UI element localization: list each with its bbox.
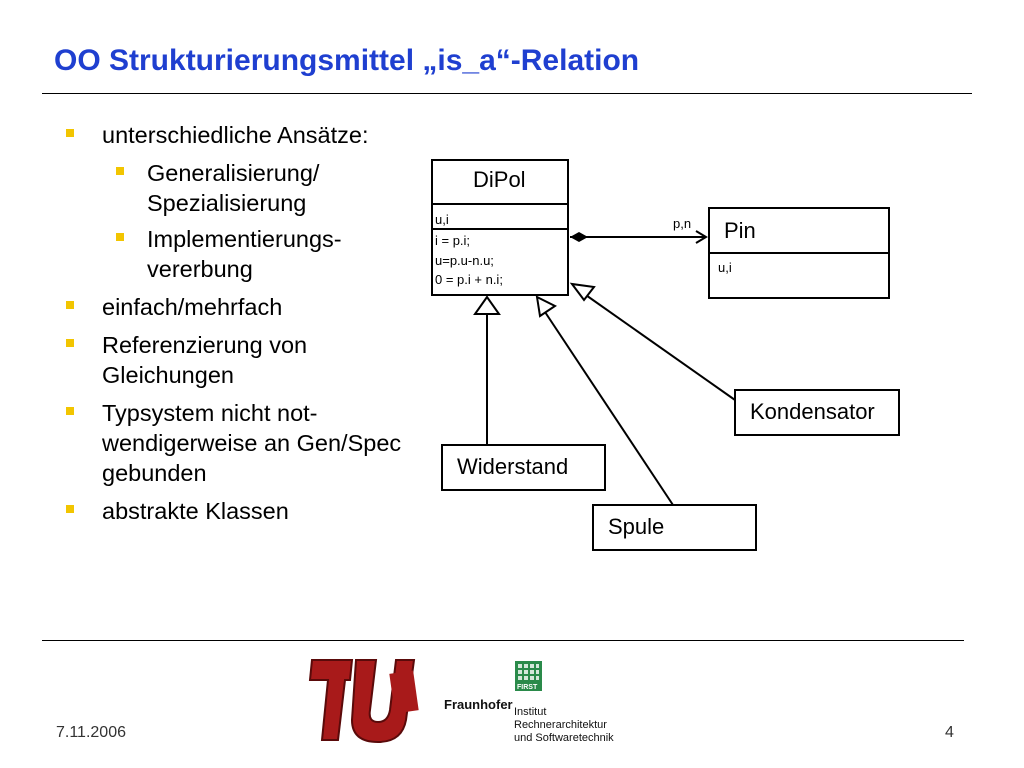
bullet-item: einfach/mehrfach: [62, 292, 442, 322]
first-logo-icon: [515, 661, 542, 691]
class-equation: u=p.u-n.u;: [435, 253, 494, 268]
class-divider: [431, 203, 569, 205]
class-divider: [708, 252, 890, 254]
footer-date: 7.11.2006: [56, 724, 126, 741]
class-name: DiPol: [473, 167, 526, 192]
association-arrowhead: [695, 230, 708, 244]
class-attributes: u,i: [718, 260, 732, 275]
sub-bullet-item: Implementierungs-vererbung: [62, 224, 377, 284]
inheritance-arrowhead: [535, 295, 557, 318]
inheritance-line-kondensator: [582, 292, 736, 401]
class-name: Pin: [724, 218, 756, 243]
class-equation: 0 = p.i + n.i;: [435, 272, 503, 287]
bullet-text: einfach/mehrfach: [102, 294, 283, 320]
bullet-marker: [116, 233, 124, 241]
first-logo-label: FIRST: [517, 684, 538, 691]
bullet-item: Typsystem nicht not-wendigerweise an Gen…: [62, 398, 402, 488]
bullet-marker: [66, 129, 74, 137]
class-name: Spule: [608, 514, 665, 539]
inheritance-line-spule: [544, 311, 674, 506]
class-name: Widerstand: [457, 454, 569, 479]
institute-line: Institut: [514, 706, 547, 718]
title-divider: [42, 93, 972, 94]
class-name: Kondensator: [750, 399, 875, 424]
bullet-item: abstrakte Klassen: [62, 496, 442, 526]
bullet-marker: [116, 167, 124, 175]
class-divider: [431, 228, 569, 230]
inheritance-arrowhead: [569, 282, 596, 302]
class-box-spule: [592, 504, 757, 551]
bullet-text: unterschiedliche Ansätze:: [102, 122, 369, 148]
institute-line: Rechnerarchitektur: [514, 719, 607, 731]
association-label: p,n: [673, 216, 692, 231]
bullet-text: Generalisierung/ Spezialisierung: [147, 160, 320, 216]
bullet-text: abstrakte Klassen: [102, 498, 289, 524]
class-box-widerstand: [441, 444, 606, 491]
bullet-text: Typsystem nicht not-wendigerweise an Gen…: [102, 400, 402, 486]
bullet-item: unterschiedliche Ansätze:: [62, 120, 442, 150]
class-box-kondensator: [734, 389, 900, 436]
institute-name: Institut Rechnerarchitektur und Software…: [514, 706, 614, 745]
class-attributes: u,i: [435, 212, 449, 227]
class-box-dipol: [431, 159, 569, 296]
footer-divider: [42, 640, 964, 641]
slide-title: OO Strukturierungsmittel „is_a“-Relation: [54, 44, 640, 77]
page-number: 4: [945, 724, 954, 741]
bullet-list: unterschiedliche Ansätze: Generalisierun…: [62, 120, 442, 534]
bullet-text: Referenzierung von Gleichungen: [102, 332, 308, 388]
institute-line: und Softwaretechnik: [514, 732, 614, 744]
aggregation-diamond: [570, 232, 588, 242]
inheritance-arrowhead: [473, 295, 501, 315]
tu-berlin-logo-shape: [308, 659, 419, 744]
class-equation: i = p.i;: [435, 233, 471, 248]
bullet-marker: [66, 505, 74, 513]
bullet-text: Implementierungs-vererbung: [147, 226, 342, 282]
fraunhofer-label: Fraunhofer: [444, 697, 513, 712]
bullet-marker: [66, 301, 74, 309]
bullet-item: Referenzierung von Gleichungen: [62, 330, 382, 390]
bullet-marker: [66, 407, 74, 415]
bullet-marker: [66, 339, 74, 347]
sub-bullet-item: Generalisierung/ Spezialisierung: [62, 158, 377, 218]
